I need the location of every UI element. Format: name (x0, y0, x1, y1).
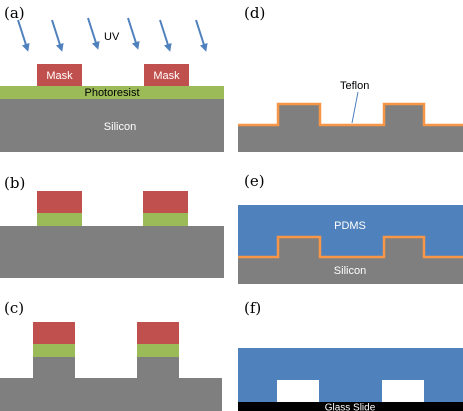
uv-arrow (17, 19, 30, 52)
silicon-substrate (0, 99, 224, 152)
silicon-label: Silicon (334, 265, 366, 277)
uv-arrow (87, 17, 100, 50)
etched-silicon (0, 357, 222, 411)
uv-arrow (127, 17, 140, 50)
uv-arrow (159, 19, 172, 52)
uv-arrows (17, 17, 208, 52)
panel-f: (f) Glass Slide (238, 299, 463, 411)
photoresist-layer (0, 86, 224, 99)
photoresist-left (33, 344, 75, 357)
panel-c-label: (c) (4, 299, 24, 317)
uv-arrow (195, 19, 208, 52)
mask-right (137, 322, 179, 344)
panel-e-label: (e) (244, 172, 265, 190)
pdms-label: PDMS (334, 220, 366, 232)
etched-silicon (238, 104, 463, 152)
panel-e: (e) PDMS Silicon (238, 172, 463, 284)
teflon-coating (238, 235, 463, 259)
mask-right (143, 191, 188, 213)
mask-left-label: Mask (46, 70, 73, 82)
mask-left (37, 191, 82, 213)
panel-f-label: (f) (244, 299, 261, 317)
mask-left (37, 64, 82, 86)
panel-a: (a) UV Mask Mask Photoresist Silicon (0, 4, 224, 152)
etched-silicon (238, 237, 463, 284)
panel-b-label: (b) (4, 174, 25, 192)
photoresist-label: Photoresist (84, 87, 139, 99)
photoresist-right (137, 344, 179, 357)
uv-arrow (51, 19, 64, 52)
panel-c: (c) (0, 299, 222, 411)
teflon-coating (238, 102, 463, 127)
glass-slide-label: Glass Slide (325, 403, 376, 411)
photoresist-left (37, 213, 82, 226)
microchannel-right (382, 380, 424, 402)
uv-label: UV (104, 31, 120, 43)
glass-slide (238, 402, 463, 411)
silicon-substrate (0, 226, 224, 278)
microchannel-left (277, 380, 319, 402)
silicon-label: Silicon (104, 121, 136, 133)
teflon-leader-line (351, 91, 359, 124)
mask-right (144, 64, 189, 86)
teflon-label: Teflon (340, 80, 369, 92)
panel-a-label: (a) (4, 4, 25, 22)
panel-d-label: (d) (244, 4, 265, 22)
panel-d: (d) Teflon (238, 4, 463, 152)
pdms-layer (238, 205, 463, 257)
mask-left (33, 322, 75, 344)
photoresist-right (143, 213, 188, 226)
panel-b: (b) (0, 174, 224, 278)
pdms-layer (238, 348, 463, 402)
mask-right-label: Mask (153, 70, 180, 82)
